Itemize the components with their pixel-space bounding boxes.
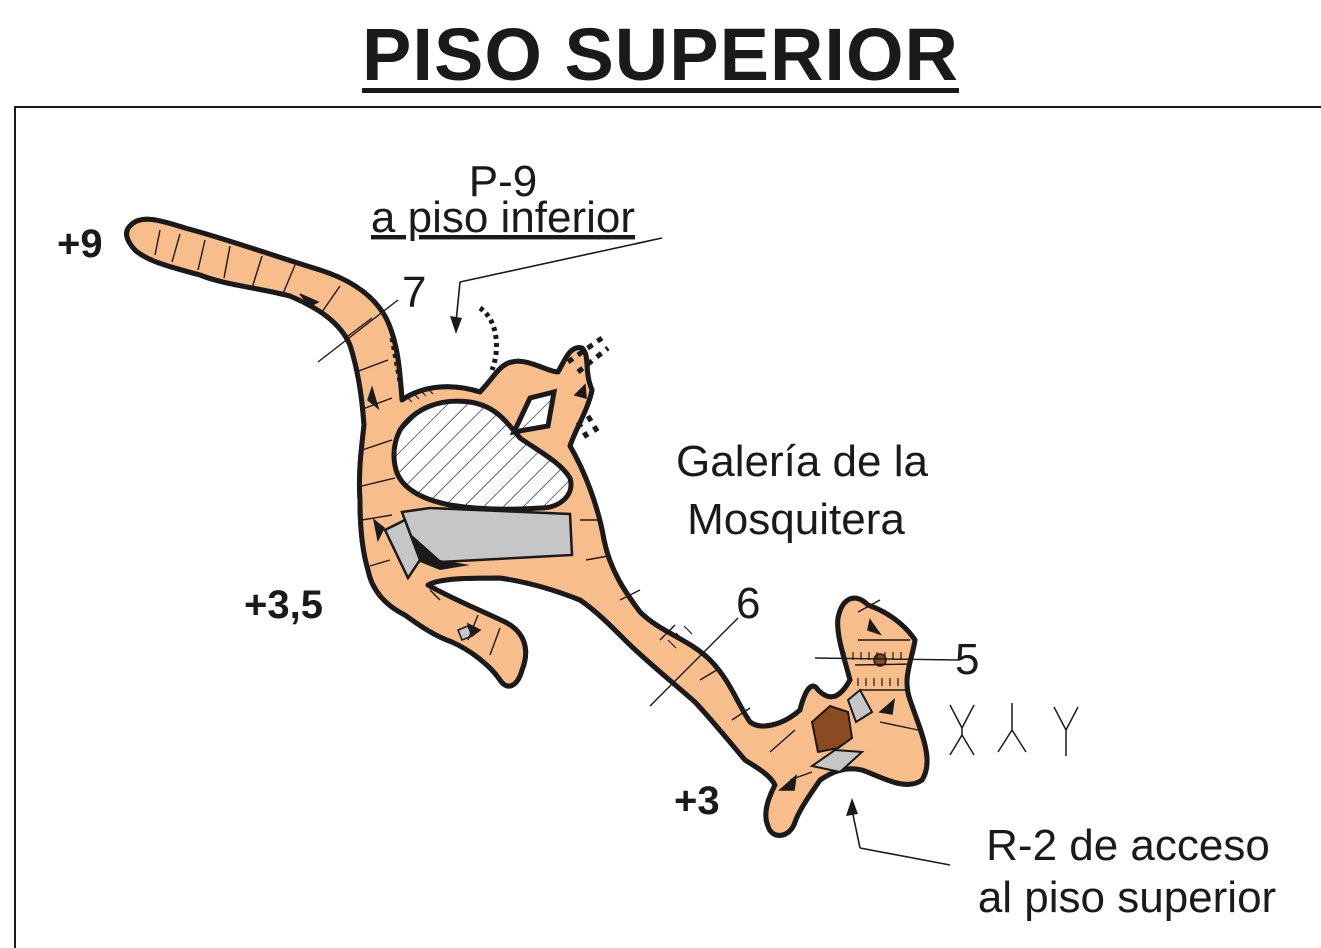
gallery-label-line2: Mosquitera — [687, 495, 905, 544]
gallery-label-line1: Galería de la — [676, 437, 928, 486]
block-left — [383, 518, 422, 581]
clay-deposit — [810, 704, 854, 754]
station-leaders — [317, 299, 961, 707]
map-title-text: PISO SUPERIOR — [362, 13, 959, 96]
altitude-3-5: +3,5 — [244, 583, 323, 627]
r2-label-line2: al piso superior — [978, 873, 1276, 922]
small-pillar-hatch — [514, 392, 554, 432]
slope-arrows — [299, 293, 896, 791]
map-frame — [14, 106, 1321, 948]
block-shadow — [412, 535, 470, 570]
p9-label: P-9 — [469, 157, 537, 206]
station-5: 5 — [955, 635, 979, 684]
station-6: 6 — [736, 579, 760, 628]
altitude-3: +3 — [674, 779, 720, 823]
block-right-1 — [846, 688, 874, 724]
altitude-9: +9 — [57, 222, 103, 266]
plant-icon — [1053, 706, 1079, 756]
block-right-2 — [809, 748, 865, 774]
plant-icon — [949, 704, 975, 756]
plant-icon — [997, 703, 1027, 753]
r2-label-line1: R-2 de acceso — [986, 821, 1270, 870]
central-pillar-hatch — [393, 401, 571, 510]
map-title: PISO SUPERIOR — [0, 12, 1321, 97]
callout-arrows — [450, 237, 951, 866]
unexplored-continuations — [389, 305, 610, 444]
vegetation — [949, 703, 1079, 756]
p9-sublabel: a piso inferior — [371, 193, 635, 242]
station-7: 7 — [402, 268, 426, 317]
collapse-blocks — [383, 506, 874, 774]
contour-lines — [154, 229, 919, 781]
step-hachures — [404, 386, 907, 686]
